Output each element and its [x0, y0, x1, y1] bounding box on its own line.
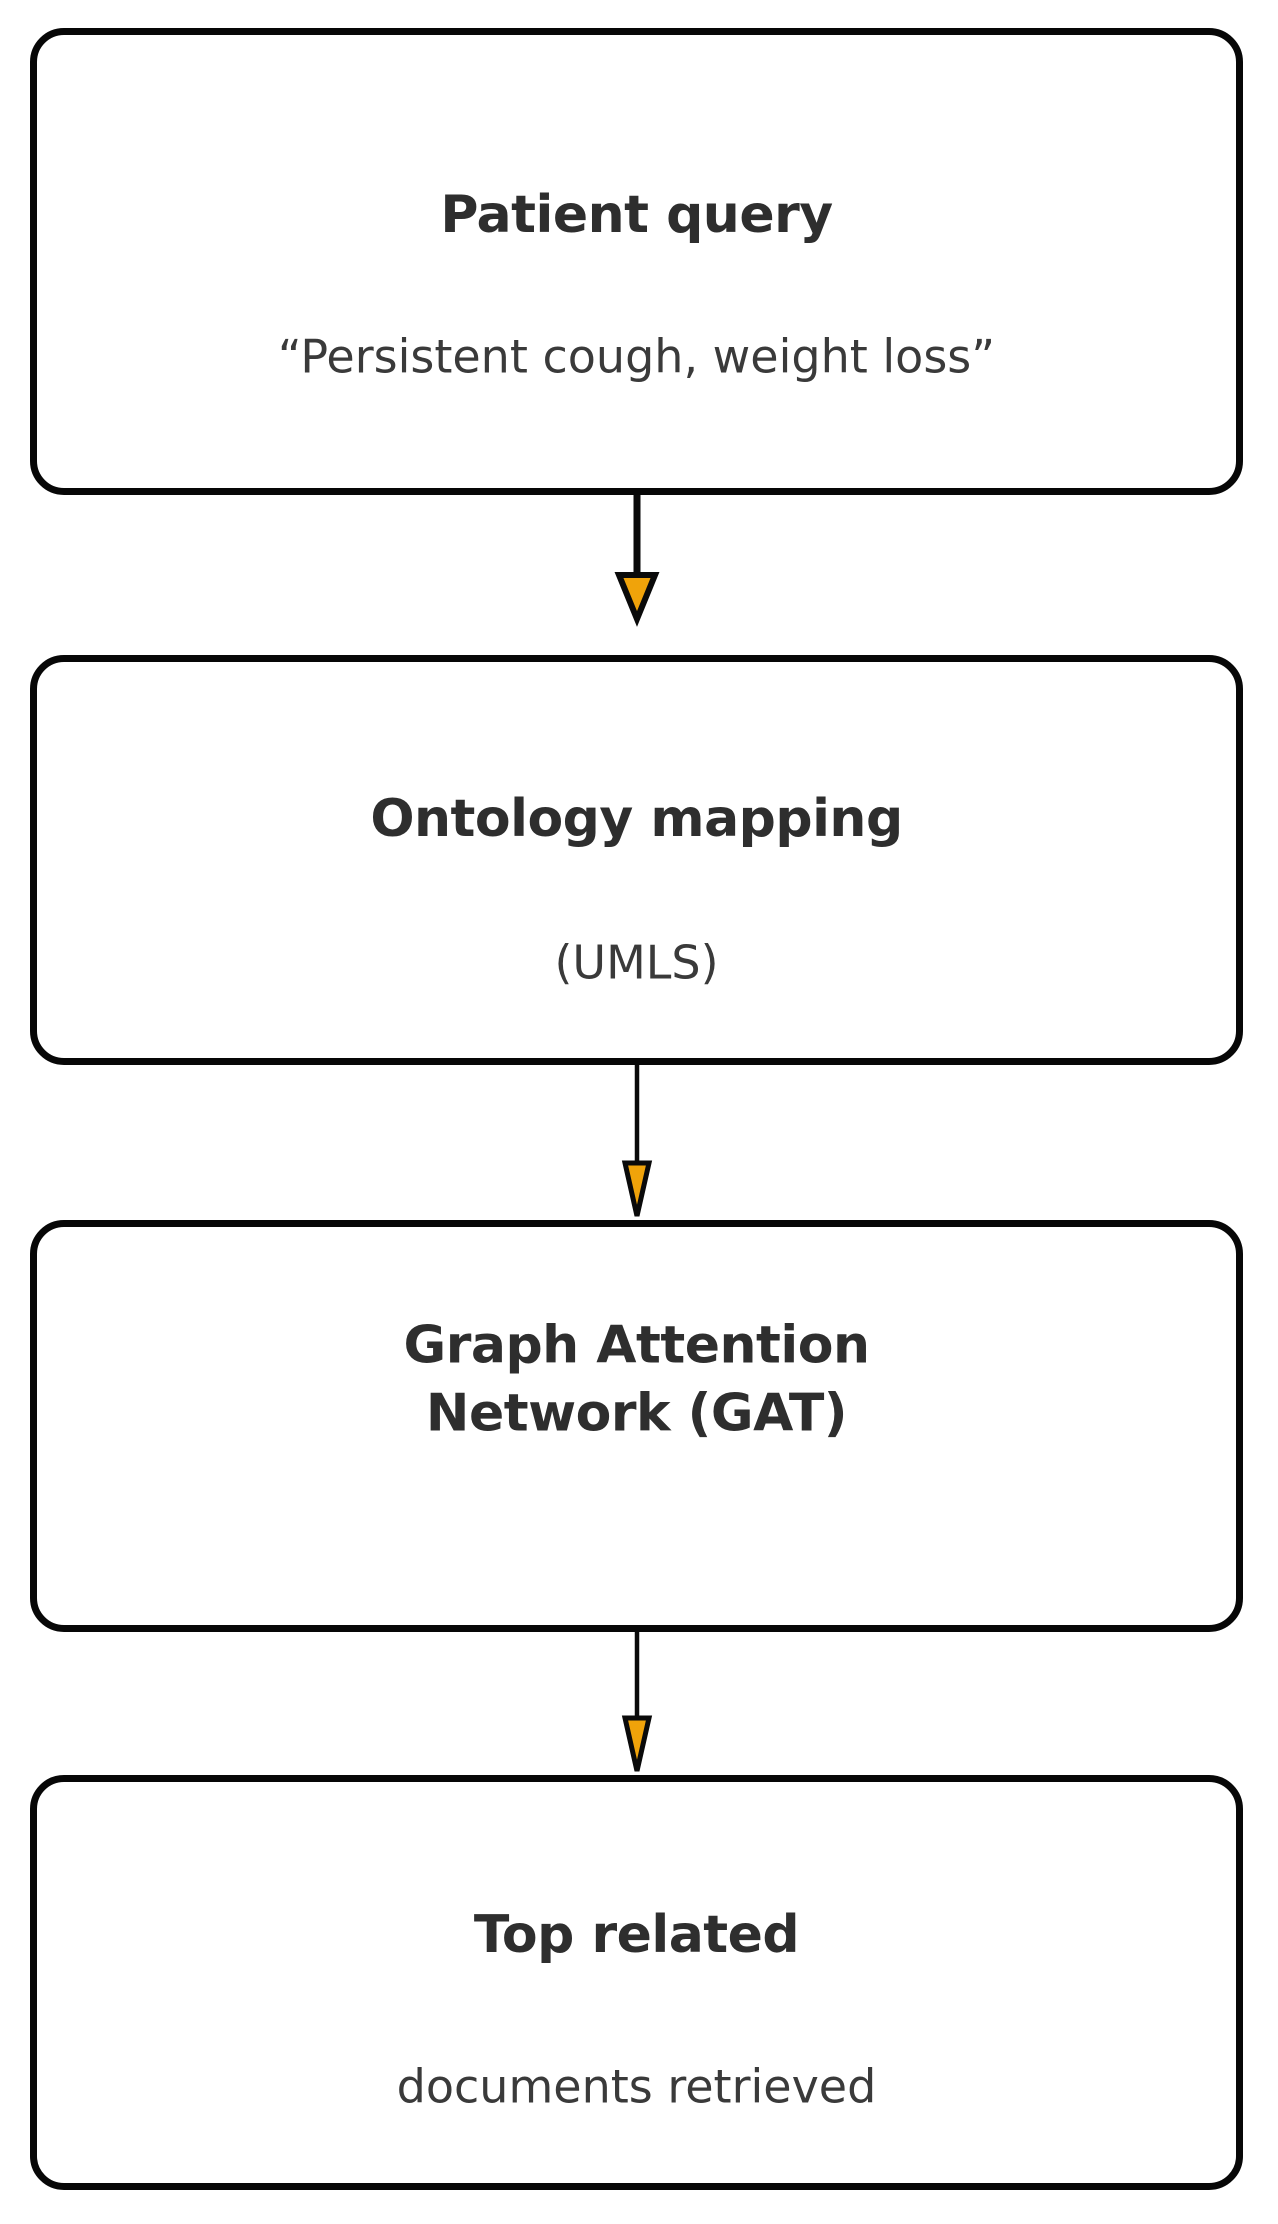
node-subtitle: “Persistent cough, weight loss” [277, 328, 996, 383]
connector-arrow-2 [621, 1065, 653, 1217]
connector-arrow-3 [621, 1632, 653, 1772]
node-subtitle: (UMLS) [554, 935, 719, 990]
node-title: Ontology mapping [370, 789, 903, 850]
flow-node-ontology-mapping: Ontology mapping (UMLS) [30, 655, 1243, 1065]
node-title: Patient query [440, 185, 833, 246]
arrowhead-down-icon [621, 1715, 653, 1772]
node-title: Graph Attention Network (GAT) [403, 1315, 870, 1444]
arrowhead-down-icon [621, 1160, 653, 1217]
node-subtitle: documents retrieved [396, 2059, 877, 2113]
flow-node-top-related: Top related documents retrieved [30, 1775, 1243, 2190]
node-title: Top related [473, 1905, 800, 1966]
connector-arrow-1 [614, 495, 660, 627]
flow-node-graph-attention-network: Graph Attention Network (GAT) [30, 1220, 1243, 1632]
arrowhead-down-icon [614, 572, 660, 627]
flow-node-patient-query: Patient query “Persistent cough, weight … [30, 28, 1243, 495]
